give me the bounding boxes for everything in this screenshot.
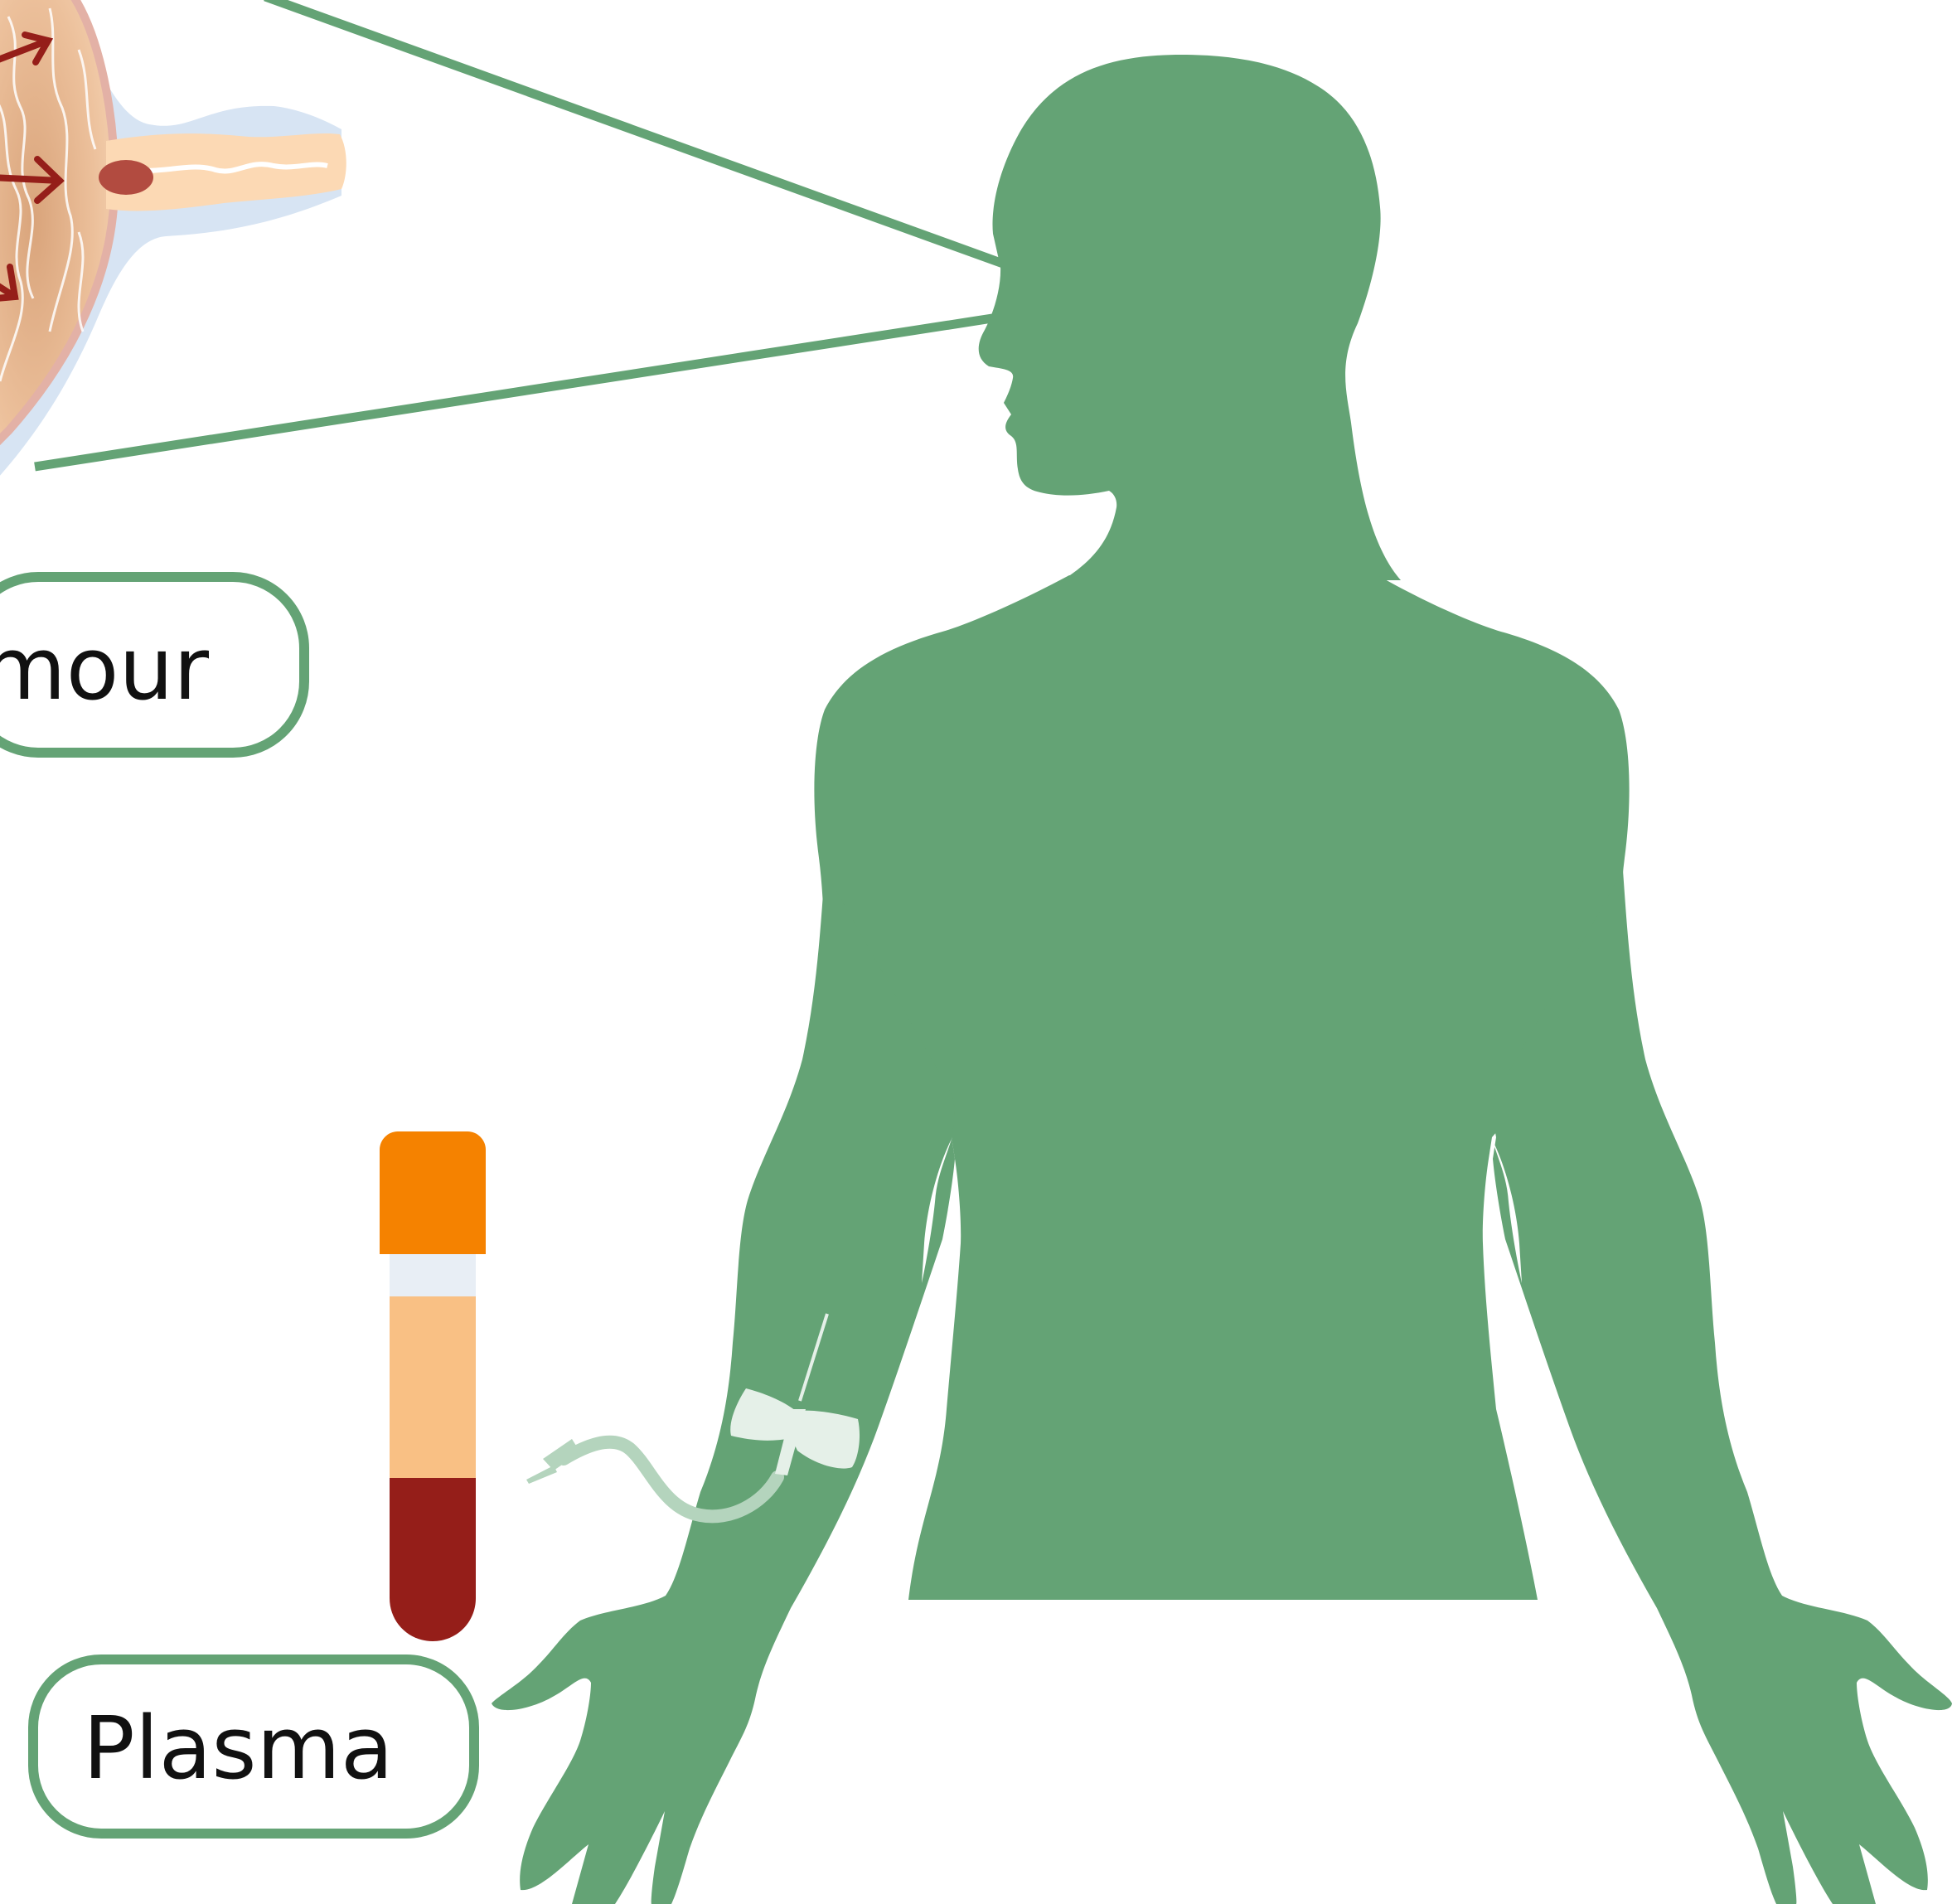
blood-tube-icon: [380, 1131, 486, 1641]
circulating-tumour-cell: [99, 160, 153, 195]
plasma-label-text: Plasma: [83, 1698, 394, 1799]
tubing-connector: [543, 1439, 580, 1470]
tubing-tip: [526, 1466, 557, 1484]
tube-blood-layer: [390, 1477, 476, 1641]
left-arm: [492, 870, 955, 1904]
zoom-line-lower: [35, 317, 1003, 467]
head: [979, 55, 1401, 580]
tumour-cross-section-icon: [0, 0, 346, 485]
human-silhouette-icon: [492, 55, 1952, 1904]
tube-plasma-layer: [390, 1296, 476, 1478]
zoom-line-upper: [265, 0, 1003, 264]
plasma-label: Plasma: [33, 1659, 474, 1834]
tumour-label-text: mour: [0, 618, 209, 719]
tube-buffy-layer: [390, 1253, 476, 1296]
tumour-label: mour: [0, 577, 304, 753]
right-arm: [1493, 870, 1952, 1904]
tube-cap: [380, 1131, 486, 1254]
